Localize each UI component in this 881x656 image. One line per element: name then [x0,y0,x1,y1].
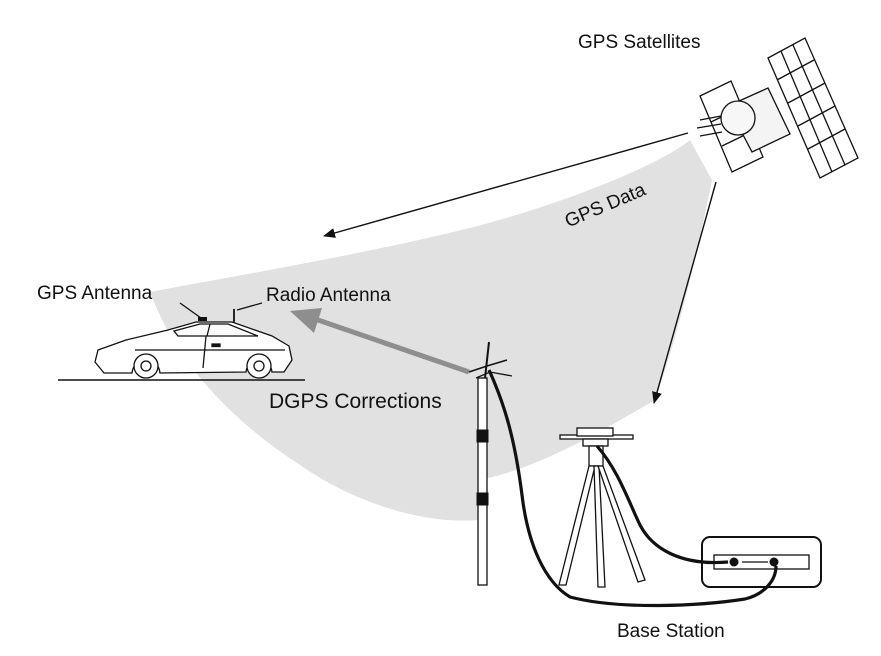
satellite-icon [696,37,859,179]
satellites-label: GPS Satellites [578,32,701,53]
dgps-corrections-label: DGPS Corrections [269,390,442,413]
base-tripod-icon [558,427,646,588]
receiver-case-icon [701,536,822,588]
gps-antenna-pointer [179,302,202,319]
gps-antenna-label: GPS Antenna [37,283,153,304]
base-station-label: Base Station [617,621,725,642]
mast-cable [487,369,778,608]
gps-data-arrow-to-car [323,132,689,238]
radio-antenna-label: Radio Antenna [266,285,391,306]
radio-antenna-pointer [236,302,263,311]
radio-mast-icon [468,341,513,586]
antenna-cable [595,444,729,565]
gps-data-arrow-to-base [652,181,717,404]
signal-coverage-area [150,140,712,521]
dgps-correction-arrow [290,308,470,375]
gps-antenna-icon [198,317,207,321]
car-icon [94,321,293,379]
